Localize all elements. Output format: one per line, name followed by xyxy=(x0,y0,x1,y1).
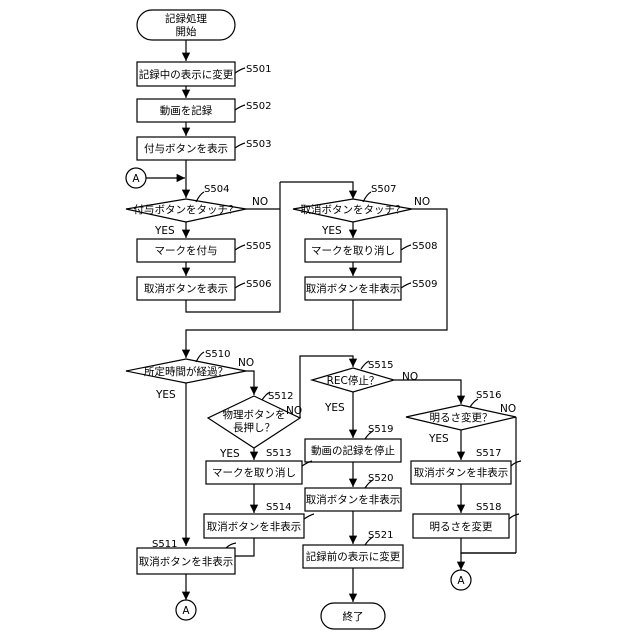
decision-s510: 所定時間が経過？ xyxy=(126,359,246,383)
decision-s504-id: S504 xyxy=(204,184,229,195)
start-terminal-line2: 開始 xyxy=(176,25,197,38)
step-s509-text: 取消ボタンを非表示 xyxy=(306,282,401,295)
step-s513: マークを取り消し xyxy=(206,461,302,484)
s510-yes-label: YES xyxy=(155,389,176,401)
connector-a-entry: A xyxy=(126,168,146,188)
step-s503-text: 付与ボタンを表示 xyxy=(144,142,228,155)
s515-yes-label: YES xyxy=(324,402,345,414)
start-terminal-line1: 記録処理 xyxy=(165,12,207,25)
step-s521-text: 記録前の表示に変更 xyxy=(306,550,401,563)
decision-s515: REC停止？ xyxy=(312,368,394,392)
step-s521: 記録前の表示に変更 xyxy=(303,545,403,568)
step-s503: 付与ボタンを表示 xyxy=(137,137,235,160)
s512-yes-label: YES xyxy=(219,448,240,460)
step-s501-text: 記録中の表示に変更 xyxy=(139,68,234,81)
step-s519: 動画の記録を停止 xyxy=(305,439,401,462)
step-s514-id: S514 xyxy=(266,502,291,513)
decision-s512-text-line1: 物理ボタンを xyxy=(223,408,286,421)
step-s521-id: S521 xyxy=(368,530,393,541)
step-s518-id: S518 xyxy=(476,502,501,513)
end-terminal-label: 終了 xyxy=(343,610,364,623)
step-s502: 動画を記録 xyxy=(137,99,235,122)
s507-yes-label: YES xyxy=(321,225,342,237)
step-s520-id: S520 xyxy=(368,473,393,484)
s504-no-label: NO xyxy=(252,196,268,208)
step-s511-id: S511 xyxy=(152,539,177,550)
step-s511-text: 取消ボタンを非表示 xyxy=(139,555,234,568)
step-s518: 明るさを変更 xyxy=(413,514,509,538)
step-s506: 取消ボタンを表示 xyxy=(137,277,235,300)
decision-s507: 取消ボタンをタッチ？ xyxy=(293,199,412,222)
step-s503-id: S503 xyxy=(246,139,271,150)
decision-s507-id: S507 xyxy=(371,184,396,195)
step-s519-id: S519 xyxy=(368,424,393,435)
connector-a-entry-label: A xyxy=(132,173,140,185)
decision-s512-text-line2: 長押し？ xyxy=(233,421,275,434)
step-s508: マークを取り消し xyxy=(305,239,401,262)
decision-s504-text: 付与ボタンをタッチ？ xyxy=(134,203,239,216)
start-terminal: 記録処理 開始 xyxy=(137,10,235,40)
decision-s516-text: 明るさ変更？ xyxy=(430,411,493,424)
step-s506-id: S506 xyxy=(246,279,271,290)
step-s502-id: S502 xyxy=(246,101,271,112)
step-s502-text: 動画を記録 xyxy=(160,104,213,117)
decision-s515-id: S515 xyxy=(368,360,393,371)
step-s508-text: マークを取り消し xyxy=(311,244,395,257)
step-s506-text: 取消ボタンを表示 xyxy=(144,282,228,295)
step-s519-text: 動画の記録を停止 xyxy=(311,444,395,457)
decision-s512-id: S512 xyxy=(268,391,293,402)
step-s518-text: 明るさを変更 xyxy=(430,520,493,533)
s512-no-label: NO xyxy=(286,405,302,417)
step-s520-text: 取消ボタンを非表示 xyxy=(306,493,401,506)
step-s514: 取消ボタンを非表示 xyxy=(204,514,304,538)
step-s520: 取消ボタンを非表示 xyxy=(305,488,401,511)
step-s501-id: S501 xyxy=(246,64,271,75)
step-s505-text: マークを付与 xyxy=(155,244,218,257)
connector-a-exit-right-label: A xyxy=(457,575,465,587)
decision-s516-id: S516 xyxy=(476,390,501,401)
step-s509-id: S509 xyxy=(412,279,437,290)
decision-s510-id: S510 xyxy=(205,349,230,360)
connector-a-exit-left-label: A xyxy=(182,605,190,617)
step-s509: 取消ボタンを非表示 xyxy=(305,277,401,300)
decision-s504: 付与ボタンをタッチ？ xyxy=(126,199,246,222)
decision-s515-text: REC停止？ xyxy=(327,374,380,387)
decision-s507-text: 取消ボタンをタッチ？ xyxy=(301,203,406,216)
connector-a-exit-right: A xyxy=(451,570,471,590)
s515-no-label: NO xyxy=(402,371,418,383)
step-s505-id: S505 xyxy=(246,241,271,252)
s510-no-label: NO xyxy=(238,357,254,369)
step-s513-text: マークを取り消し xyxy=(212,466,296,479)
step-s508-id: S508 xyxy=(412,241,437,252)
decision-s510-text: 所定時間が経過？ xyxy=(144,365,228,378)
decision-s512: 物理ボタンを 長押し？ xyxy=(208,396,300,448)
connector-a-exit-left: A xyxy=(176,600,196,620)
step-s505: マークを付与 xyxy=(137,239,235,262)
end-terminal: 終了 xyxy=(321,603,385,629)
step-s501: 記録中の表示に変更 xyxy=(137,62,235,86)
s516-no-label: NO xyxy=(500,403,516,415)
s504-yes-label: YES xyxy=(154,225,175,237)
s516-yes-label: YES xyxy=(428,433,449,445)
s507-no-label: NO xyxy=(414,196,430,208)
step-s517: 取消ボタンを非表示 xyxy=(411,461,511,484)
step-s517-id: S517 xyxy=(476,448,501,459)
step-s517-text: 取消ボタンを非表示 xyxy=(414,466,509,479)
step-s513-id: S513 xyxy=(266,448,291,459)
step-s511: 取消ボタンを非表示 xyxy=(137,548,235,574)
step-s514-text: 取消ボタンを非表示 xyxy=(207,520,302,533)
